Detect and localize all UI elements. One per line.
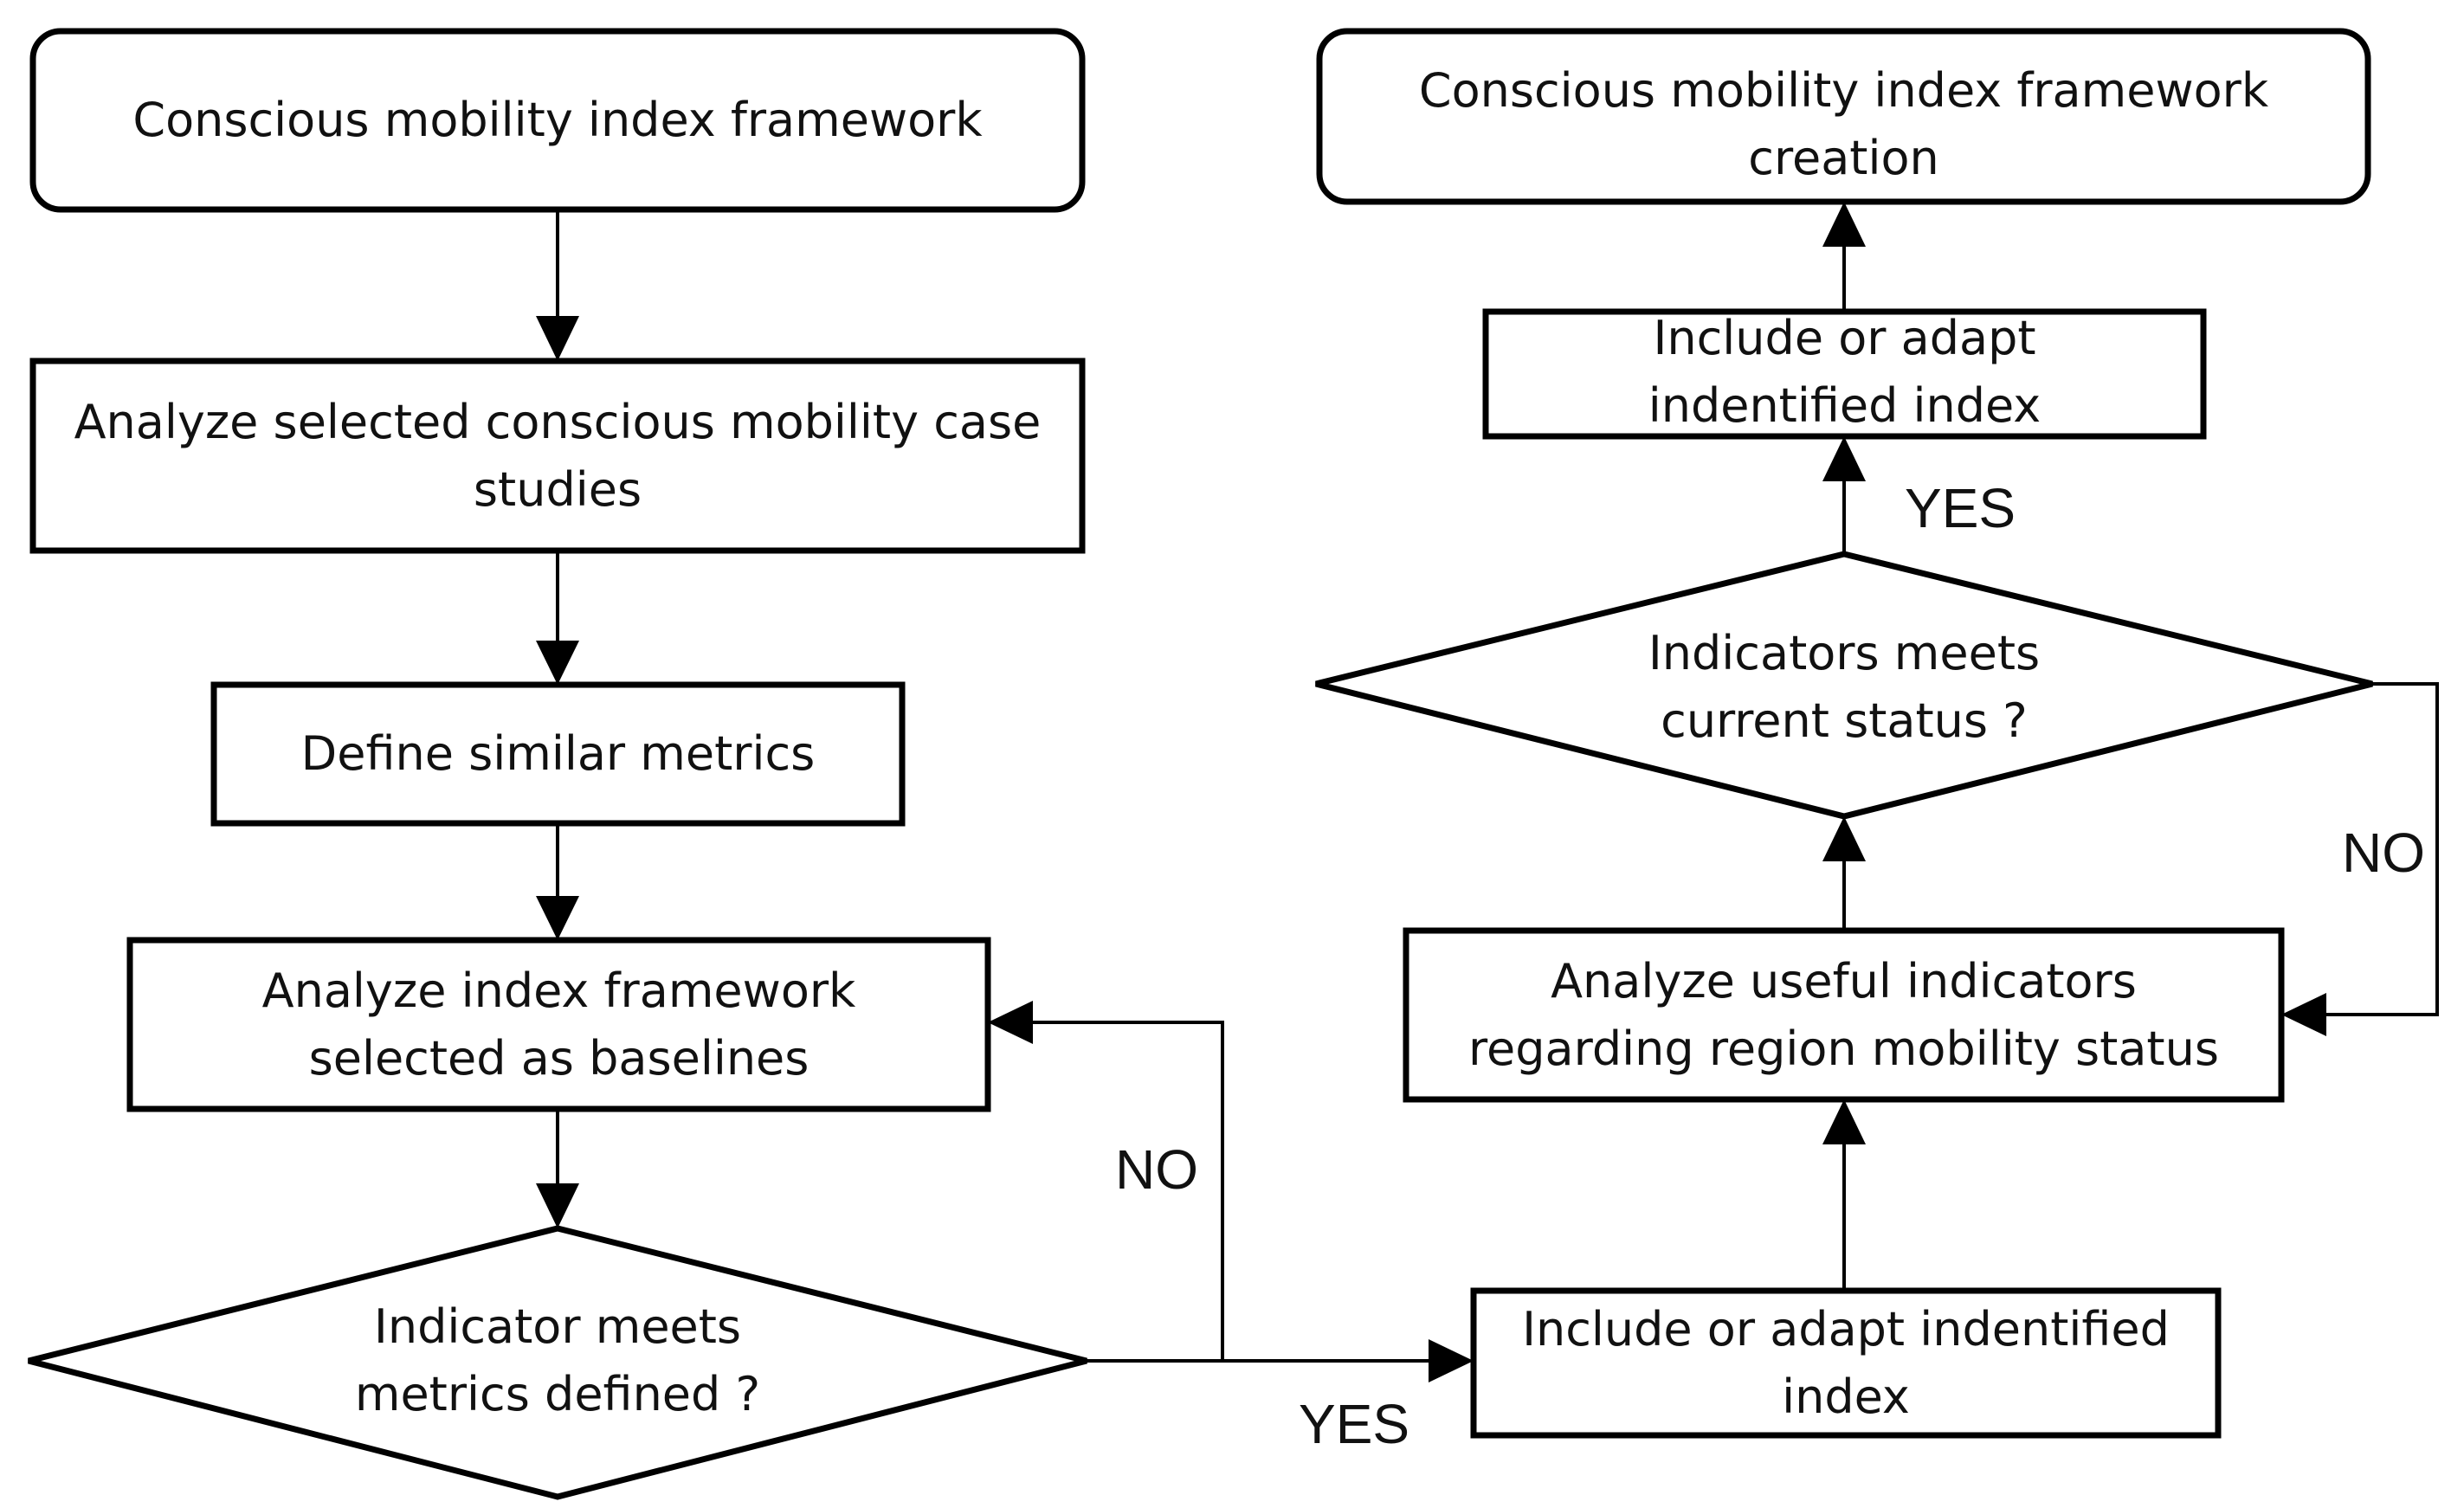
node-decision-metrics: Indicator meets metrics defined ?	[211, 1290, 904, 1432]
arrowhead-to-decision	[536, 1183, 579, 1228]
arrowhead-yes-to-include-top	[1822, 436, 1866, 481]
node-include-top-line-2: indentified index	[1648, 378, 2042, 433]
node-define-metrics: Define similar metrics	[214, 685, 902, 823]
node-decision-status-line-2: current status ?	[1661, 693, 2028, 748]
arrowhead-to-indicators	[1822, 1099, 1866, 1144]
node-define-metrics-shape	[210, 681, 906, 827]
arrowhead-no-to-baselines	[988, 1001, 1033, 1044]
node-analyze-indicators-line-1: Analyze useful indicators	[1551, 953, 2137, 1009]
node-include-bottom-line-1: Include or adapt indentified	[1522, 1301, 2170, 1357]
node-include-top-line-1: Include or adapt	[1653, 311, 2036, 365]
arrowhead-no-to-indicators	[2281, 993, 2326, 1036]
arrowhead-to-baselines	[536, 896, 579, 940]
node-decision-status: Indicators meets current status ?	[1584, 616, 2104, 758]
node-analyze-cases-line-1: Analyze selected conscious mobility case	[74, 394, 1042, 449]
edge-label-no-right: NO	[2342, 822, 2425, 884]
node-creation-line-2: creation	[1748, 131, 1939, 185]
node-define-metrics-text: Define similar metrics	[300, 726, 816, 781]
edge-decision-no-loop	[1033, 1021, 1224, 1363]
edge-label-no-left: NO	[1115, 1138, 1198, 1201]
node-analyze-indicators: Analyze useful indicators regarding regi…	[1406, 931, 2281, 1099]
node-decision-metrics-shape	[28, 1225, 1087, 1500]
arrowhead-to-cases	[536, 316, 579, 361]
arrowhead-to-creation	[1822, 202, 1866, 247]
node-decision-metrics-line-2: metrics defined ?	[354, 1367, 761, 1421]
node-analyze-baselines-line-1: Analyze index framework	[261, 963, 856, 1018]
node-include-top: Include or adapt indentified index	[1486, 305, 2203, 440]
node-analyze-baselines-shape	[126, 937, 991, 1112]
arrowhead-to-status	[1822, 816, 1866, 861]
node-include-top-shape	[1482, 308, 2207, 440]
edge-label-yes-top: YES	[1905, 477, 2016, 539]
node-include-bottom: Include or adapt indentified index	[1474, 1291, 2218, 1435]
node-include-bottom-line-2: index	[1782, 1369, 1910, 1424]
node-framework-text: Conscious mobility index framework	[132, 93, 983, 147]
node-analyze-cases: Analyze selected conscious mobility case…	[33, 361, 1082, 551]
node-decision-status-line-1: Indicators meets	[1648, 626, 2041, 680]
node-analyze-baselines-line-2: selected as baselines	[308, 1030, 810, 1086]
edge-label-yes-bottom: YES	[1299, 1393, 1410, 1455]
node-framework: Conscious mobility index framework	[33, 31, 1082, 209]
node-analyze-cases-line-2: studies	[473, 461, 642, 517]
node-analyze-cases-shape	[29, 358, 1086, 554]
node-analyze-baselines: Analyze index framework selected as base…	[130, 940, 988, 1109]
arrowhead-to-define	[536, 641, 579, 685]
arrowhead-yes-to-include	[1429, 1339, 1474, 1382]
node-analyze-indicators-line-2: regarding region mobility status	[1468, 1021, 2219, 1076]
node-creation-line-1: Conscious mobility index framework	[1418, 63, 2269, 118]
node-creation-shape	[1316, 28, 2371, 205]
node-creation: Conscious mobility index framework creat…	[1319, 38, 2368, 211]
edge-status-no-loop	[2326, 682, 2439, 1016]
node-decision-metrics-line-1: Indicator meets	[373, 1299, 742, 1354]
